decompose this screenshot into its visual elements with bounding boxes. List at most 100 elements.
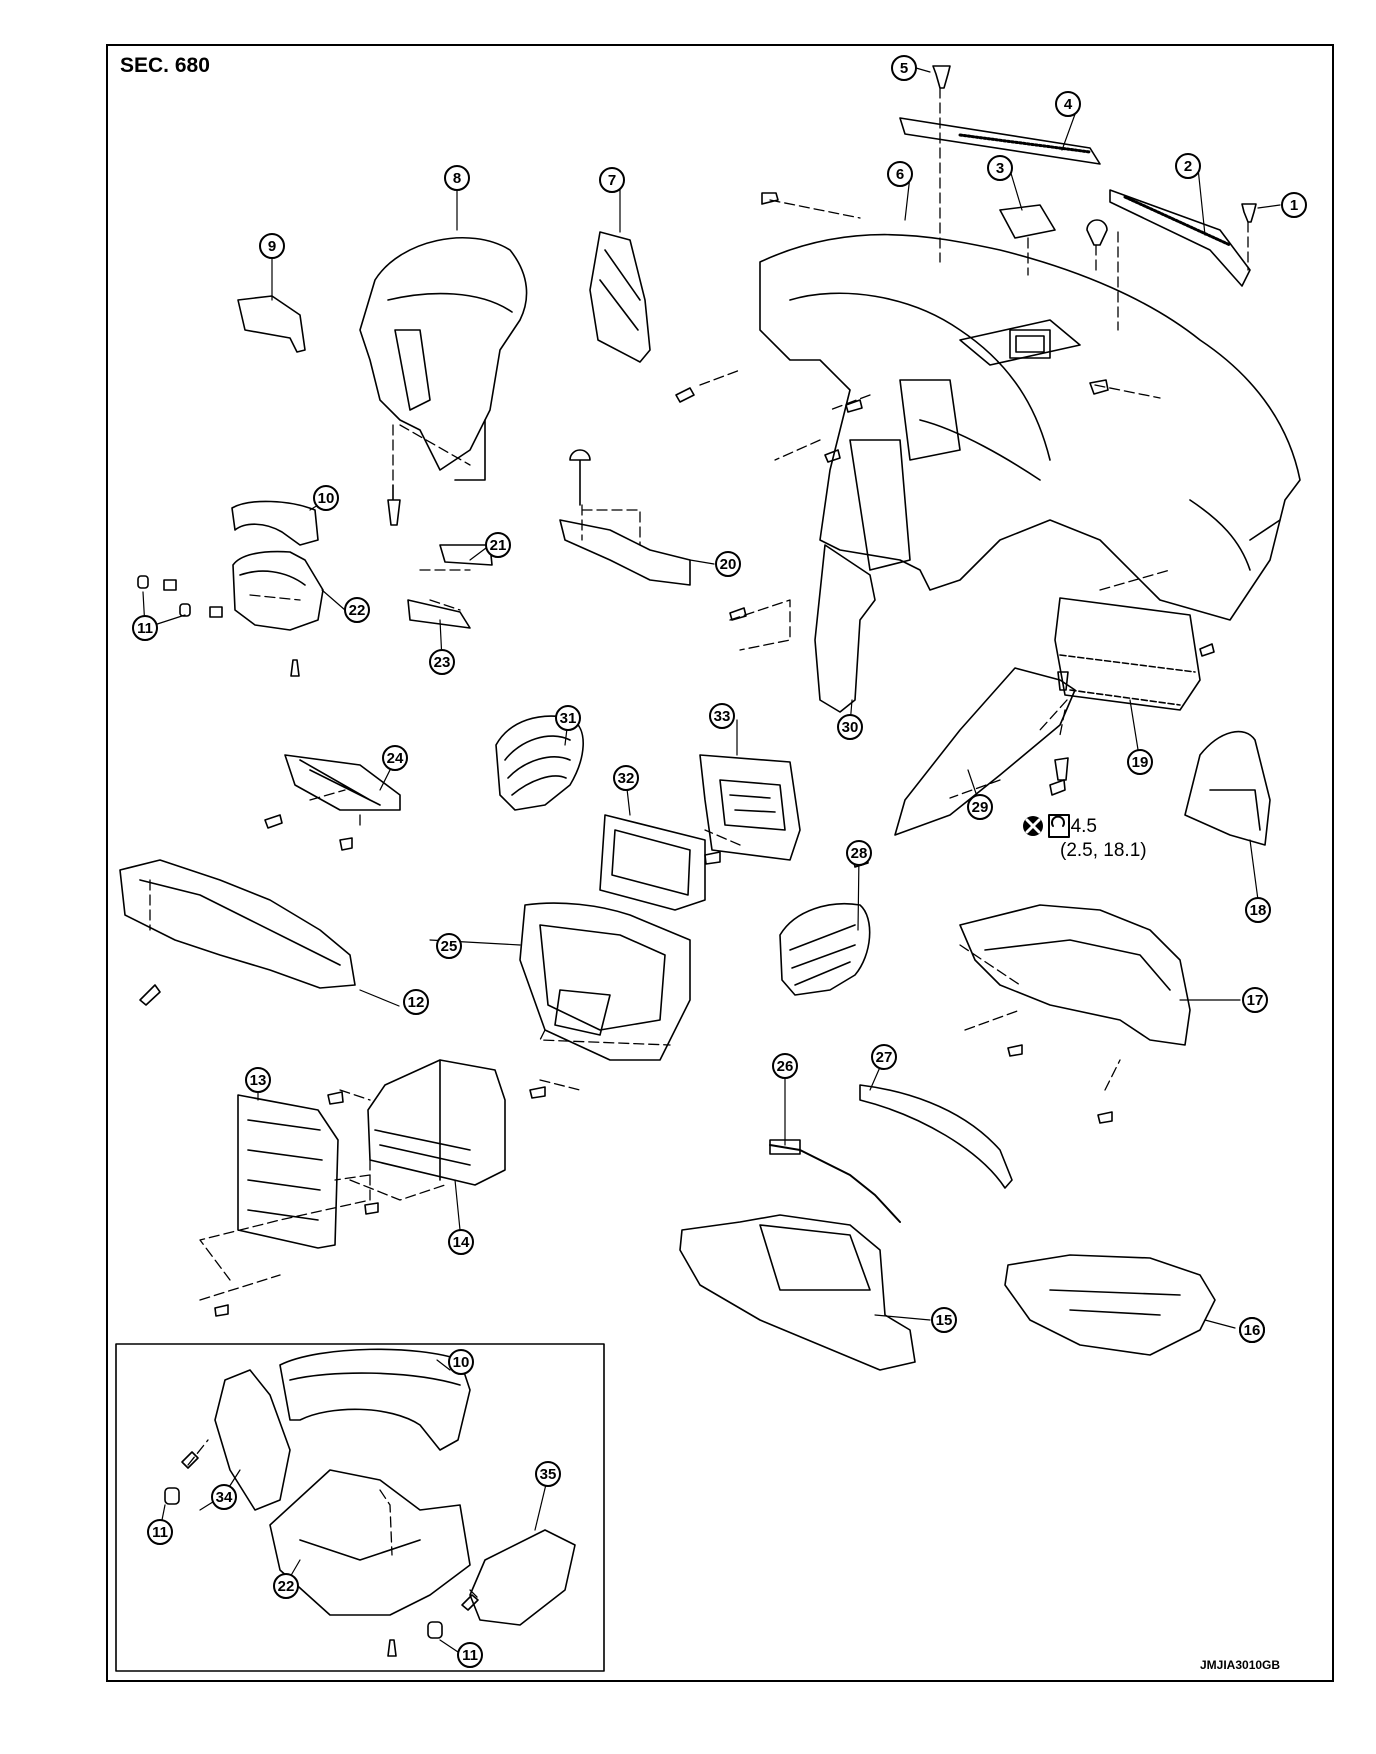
callout-c17: 17: [1242, 987, 1268, 1013]
bracket-9: [237, 295, 306, 353]
callout-c25: 25: [436, 933, 462, 959]
callout-c13: 13: [245, 1067, 271, 1093]
callout-label: 35: [540, 1466, 557, 1483]
callout-circle: [599, 167, 625, 193]
callout-circle: [1055, 91, 1081, 117]
callout-circle: [344, 597, 370, 623]
cluster-lid: [519, 902, 691, 1061]
callout-c9: 9: [259, 233, 285, 259]
lower-cover-16: [1004, 1254, 1216, 1356]
assembly-lines: [149, 87, 1249, 1601]
callout-c10b: 10: [448, 1349, 474, 1375]
side-panel-30: [814, 544, 876, 713]
callout-c8: 8: [444, 165, 470, 191]
callout-label: 13: [250, 1072, 267, 1089]
callout-circle: [457, 1642, 483, 1668]
callout-label: 25: [441, 938, 458, 955]
callout-circle: [147, 1519, 173, 1545]
instrument-panel-outline: [759, 233, 1301, 621]
inset-column-cover-lower: [269, 1469, 471, 1616]
callout-label: 29: [972, 799, 989, 816]
callout-c12: 12: [403, 989, 429, 1015]
callout-label: 4: [1064, 96, 1073, 113]
callout-label: 21: [490, 537, 507, 554]
side-cover-18: [1184, 730, 1271, 846]
callout-circle: [772, 1053, 798, 1079]
callout-circle: [448, 1229, 474, 1255]
callout-circle: [555, 705, 581, 731]
callout-c14: 14: [448, 1229, 474, 1255]
callout-circle: [931, 1307, 957, 1333]
callout-c15: 15: [931, 1307, 957, 1333]
callout-circle: [444, 165, 470, 191]
inset-side-cover-rh: [469, 1529, 576, 1626]
callout-c11b: 11: [147, 1519, 173, 1545]
callout-circle: [1242, 987, 1268, 1013]
callout-c35: 35: [535, 1461, 561, 1487]
callout-c1: 1: [1281, 192, 1307, 218]
callout-circle: [132, 615, 158, 641]
callout-c2: 2: [1175, 153, 1201, 179]
callout-circle: [273, 1573, 299, 1599]
callout-circle: [1245, 897, 1271, 923]
inset-column-cover-upper: [279, 1348, 471, 1451]
callout-label: 7: [608, 172, 616, 189]
callout-circle: [245, 1067, 271, 1093]
callout-label: 10: [453, 1354, 470, 1371]
callout-c4: 4: [1055, 91, 1081, 117]
meter-hood: [359, 237, 528, 471]
inset-side-cover-lh: [214, 1369, 291, 1511]
callout-c31: 31: [555, 705, 581, 731]
torque-converted: (2.5, 18.1): [1060, 840, 1147, 861]
callout-label: 11: [462, 1647, 478, 1664]
callout-label: 18: [1250, 902, 1267, 919]
bracket-7: [589, 231, 651, 363]
callout-c21: 21: [485, 532, 511, 558]
airbag-module: [1054, 597, 1201, 711]
callout-label: 27: [876, 1049, 893, 1066]
callout-c28: 28: [846, 840, 872, 866]
callout-label: 19: [1132, 754, 1149, 771]
callout-c30: 30: [837, 714, 863, 740]
callout-label: 26: [777, 1058, 794, 1075]
callout-c10: 10: [313, 485, 339, 511]
finisher-13: [237, 1094, 339, 1249]
callout-circle: [448, 1349, 474, 1375]
fasteners: [137, 192, 1215, 1657]
glove-box: [679, 1214, 916, 1371]
callout-label: 14: [453, 1234, 470, 1251]
callout-label: 11: [152, 1524, 168, 1541]
callout-c22b: 22: [273, 1573, 299, 1599]
callout-label: 28: [851, 845, 868, 862]
callout-circle: [987, 155, 1013, 181]
callout-c22: 22: [344, 597, 370, 623]
callout-circle: [436, 933, 462, 959]
callout-c33: 33: [709, 703, 735, 729]
callout-circle: [967, 794, 993, 820]
defroster-grille-left: [899, 117, 1101, 165]
torque-symbol: [1023, 814, 1070, 838]
callout-label: 9: [268, 238, 276, 255]
image-code: JMJIA3010GB: [1200, 1658, 1281, 1672]
cover-plate: [999, 204, 1056, 239]
callout-circle: [535, 1461, 561, 1487]
callout-c27: 27: [871, 1044, 897, 1070]
callout-label: 6: [896, 166, 904, 183]
callout-c26: 26: [772, 1053, 798, 1079]
callout-c16b: 16: [1239, 1317, 1265, 1343]
audio-unit: [367, 1059, 506, 1186]
display-bracket: [699, 754, 801, 861]
callout-label: 2: [1184, 158, 1192, 175]
callout-circle: [1239, 1317, 1265, 1343]
dashboard-part-shapes: [119, 65, 1301, 1626]
callout-circle: [1281, 192, 1307, 218]
part-callouts: 1234567891011121314151617181920212223242…: [132, 55, 1307, 1668]
callout-label: 23: [434, 654, 451, 671]
callout-c18: 18: [1245, 897, 1271, 923]
callout-circle: [613, 765, 639, 791]
inset-box: [115, 1343, 605, 1672]
callout-label: 17: [1247, 992, 1264, 1009]
callout-c29: 29: [967, 794, 993, 820]
callout-label: 20: [720, 556, 737, 573]
